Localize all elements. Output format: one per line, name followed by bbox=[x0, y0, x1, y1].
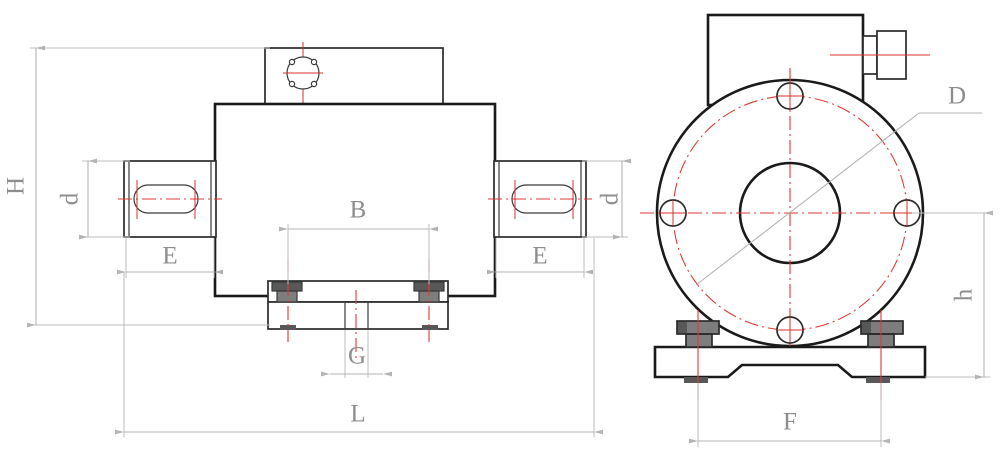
dimension-label-d-left: d bbox=[57, 192, 84, 205]
connector-screw-tl bbox=[288, 58, 296, 66]
front-base-bolt-left bbox=[676, 320, 720, 383]
connector-screw-br bbox=[310, 80, 318, 88]
connector-screw-bl bbox=[288, 80, 296, 88]
dimension-label-H: H bbox=[3, 177, 30, 195]
dimension-label-E-right: E bbox=[532, 243, 547, 270]
connector-screw-tr bbox=[310, 58, 318, 66]
dimension-label-D: D bbox=[948, 83, 966, 110]
right-shaft bbox=[488, 160, 592, 238]
front-base-plate bbox=[653, 310, 927, 400]
base-bolt-left bbox=[271, 281, 303, 330]
side-view-group bbox=[118, 42, 592, 360]
dimension-label-F: F bbox=[783, 409, 797, 436]
dimension-label-E-left: E bbox=[162, 243, 177, 270]
side-view-dimensions: H d d E E B bbox=[3, 45, 631, 437]
side-connector-housing bbox=[264, 42, 444, 112]
dimension-label-L: L bbox=[350, 401, 365, 428]
leader-line-D bbox=[695, 112, 920, 286]
dimension-label-G: G bbox=[348, 343, 366, 370]
front-view-dimensions: D h F bbox=[689, 83, 993, 447]
dimension-label-B: B bbox=[350, 197, 367, 224]
left-shaft bbox=[118, 160, 222, 238]
dimension-label-d-right: d bbox=[597, 192, 624, 205]
dimension-label-h: h bbox=[951, 288, 978, 301]
side-base-plate bbox=[267, 258, 449, 360]
front-view-group bbox=[640, 13, 945, 400]
